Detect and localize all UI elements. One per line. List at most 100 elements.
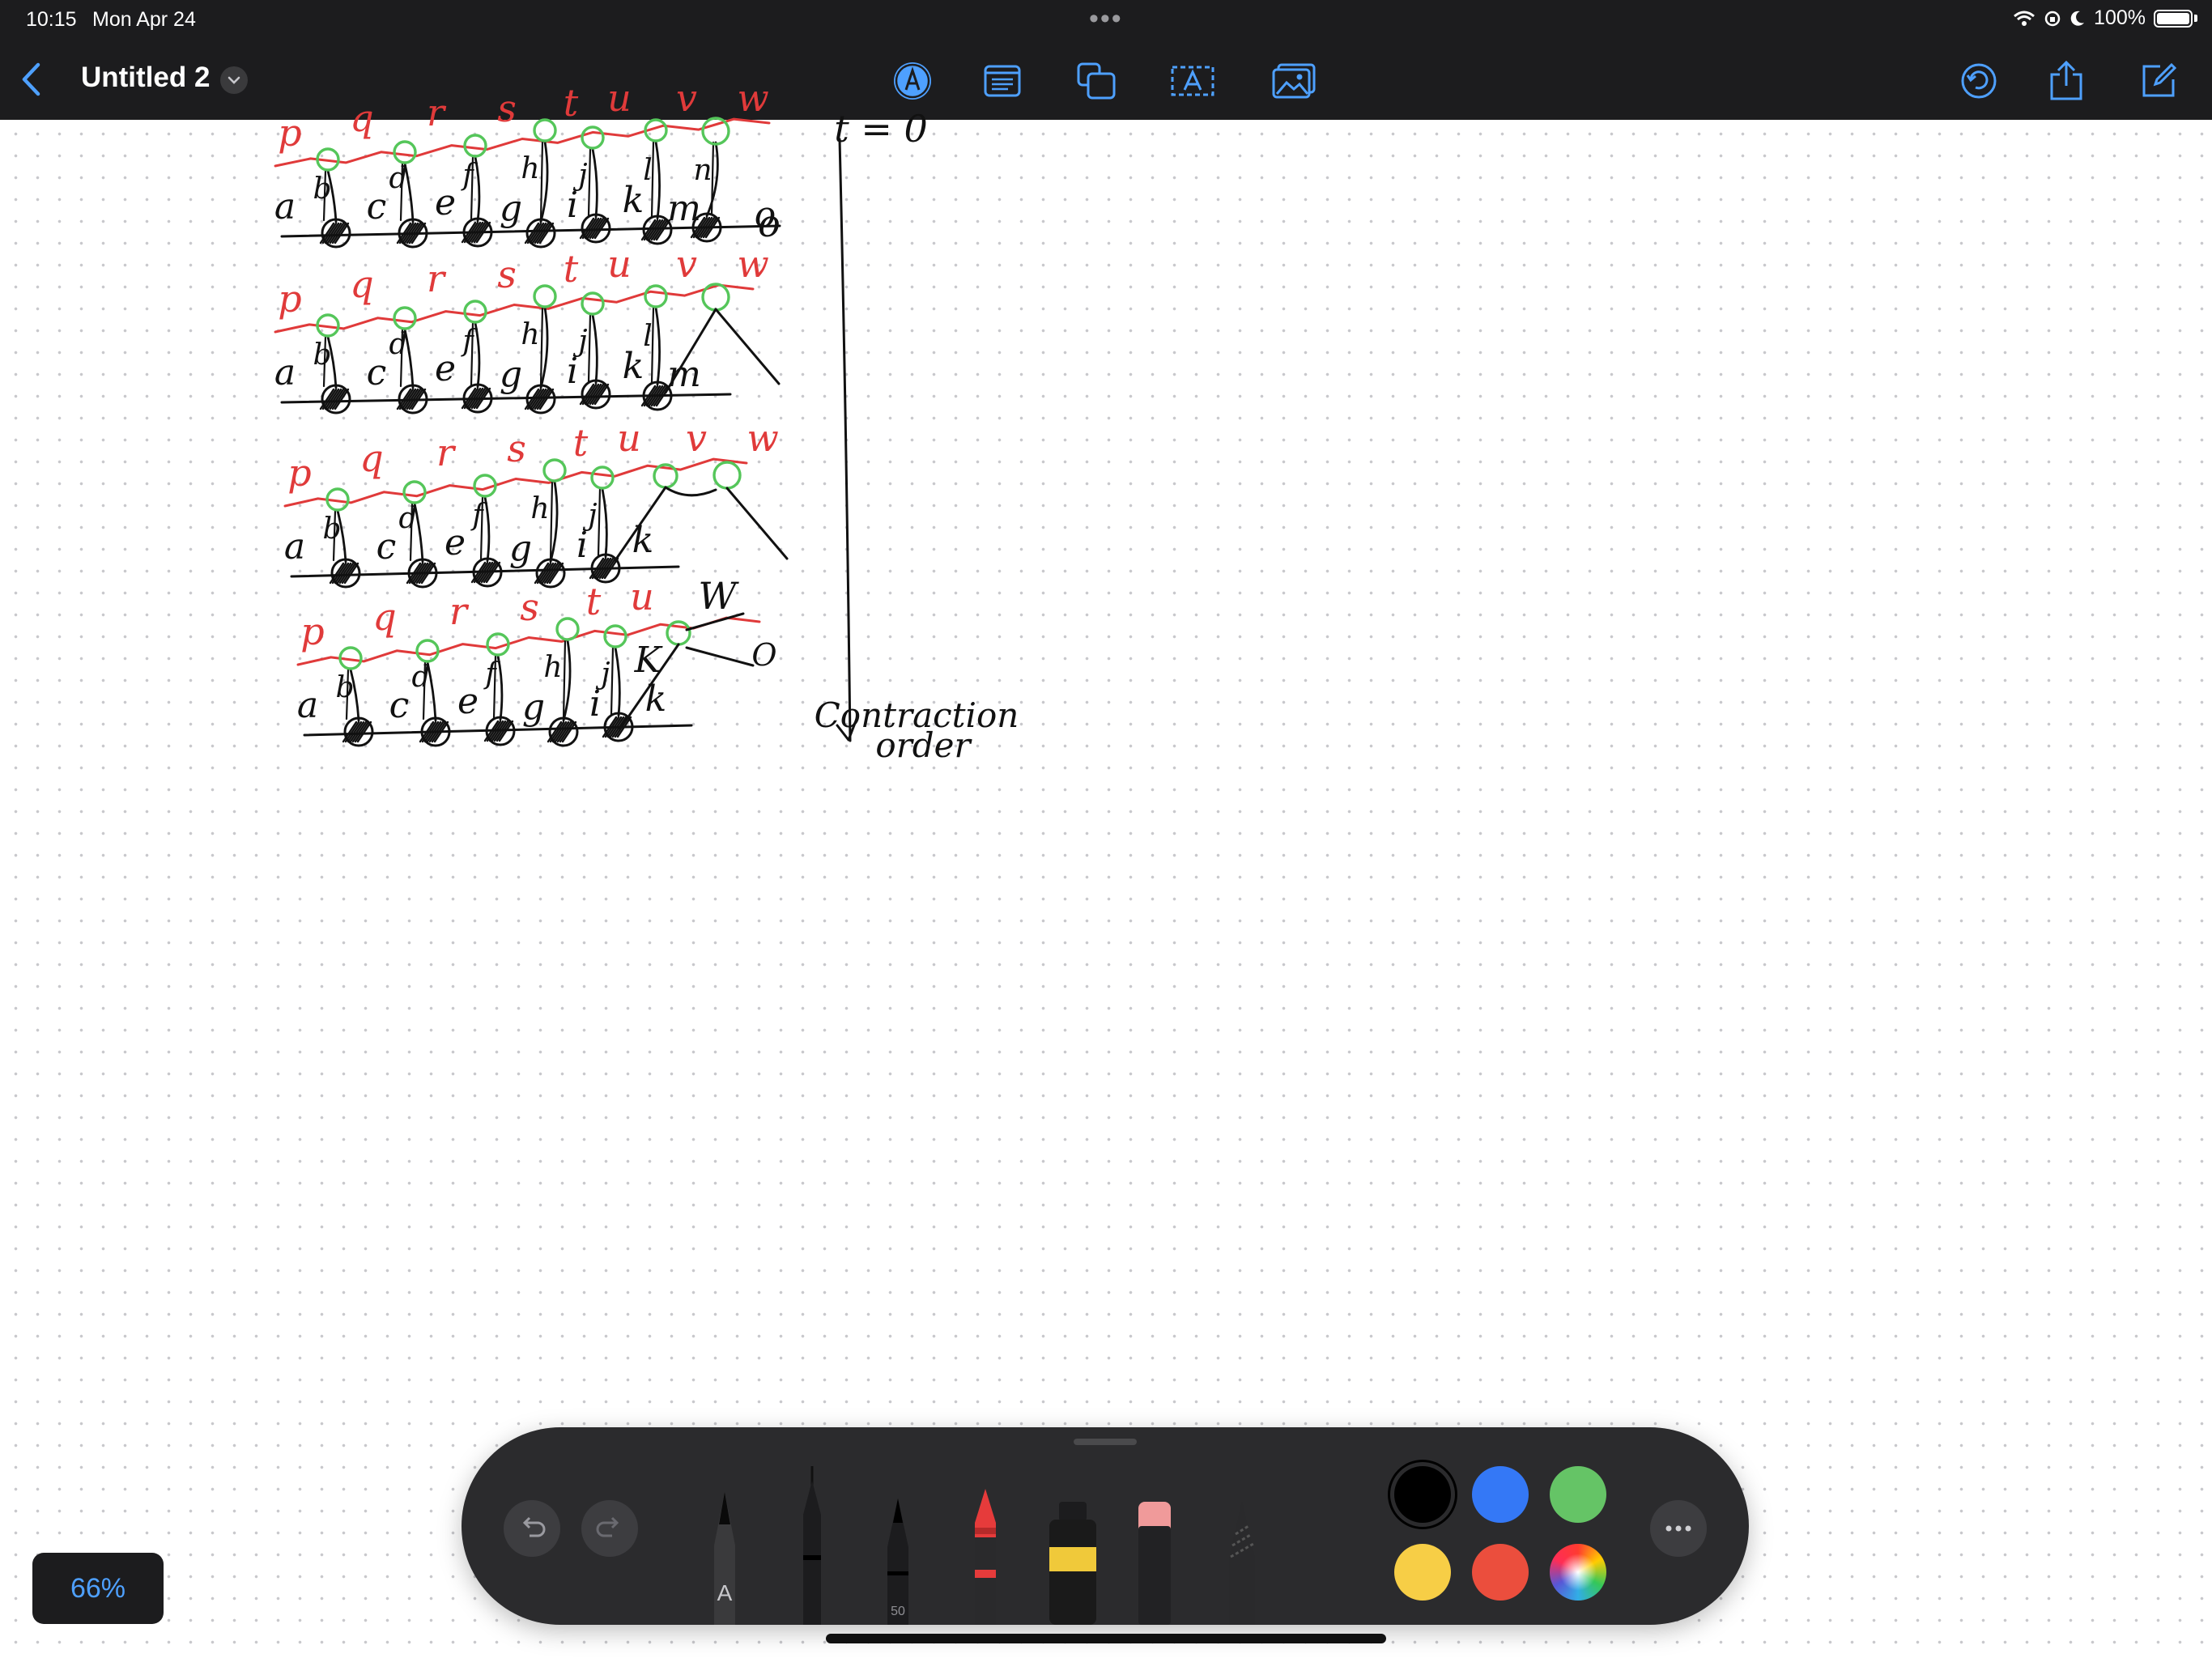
top-label-v: v bbox=[676, 242, 697, 286]
palette-grabber[interactable] bbox=[1074, 1439, 1137, 1445]
bottom-label-c: c bbox=[389, 685, 410, 726]
top-label-t: t bbox=[586, 580, 602, 623]
green-node-0-6 bbox=[701, 117, 730, 146]
palette-more-button[interactable] bbox=[1650, 1500, 1707, 1557]
title-menu-button[interactable] bbox=[220, 66, 248, 94]
color-yellow-swatch[interactable] bbox=[1394, 1544, 1451, 1601]
green-node-3-4 bbox=[603, 624, 627, 648]
marker-tool[interactable] bbox=[1044, 1502, 1101, 1625]
pen-letter: A bbox=[717, 1580, 733, 1605]
black-node-0-2 bbox=[462, 217, 493, 248]
color-blue-swatch[interactable] bbox=[1472, 1466, 1529, 1523]
green-node-2-0 bbox=[325, 487, 350, 512]
bottom-label-m: m bbox=[667, 188, 701, 229]
row2-branches bbox=[664, 308, 781, 394]
black-node-2-4-hatch bbox=[589, 557, 619, 580]
time-label: t = 0 bbox=[834, 107, 928, 151]
black-node-2-2 bbox=[472, 557, 503, 588]
bottom-label-a: a bbox=[274, 186, 296, 227]
black-node-1-4 bbox=[581, 379, 611, 410]
orientation-lock-icon bbox=[2044, 11, 2061, 26]
link-1-0 bbox=[326, 335, 338, 389]
zoom-level-badge[interactable]: 66% bbox=[32, 1553, 164, 1624]
link2-3-1 bbox=[422, 661, 427, 721]
palette-undo-button[interactable] bbox=[504, 1500, 560, 1557]
link2-3-0 bbox=[345, 668, 350, 721]
pencil-width-label: 50 bbox=[891, 1605, 905, 1618]
color-green-swatch[interactable] bbox=[1550, 1466, 1606, 1523]
link-1-4 bbox=[591, 313, 598, 385]
bottom-label-b: b bbox=[335, 671, 354, 704]
link2-1-0 bbox=[322, 335, 327, 388]
bottom-label-b: b bbox=[313, 172, 331, 206]
black-node-2-3 bbox=[535, 558, 566, 589]
link-3-3 bbox=[562, 639, 572, 722]
black-node-0-0 bbox=[321, 218, 351, 249]
black-node-0-1-hatch bbox=[396, 222, 427, 244]
back-button[interactable] bbox=[15, 57, 47, 102]
top-label-r: r bbox=[427, 257, 447, 300]
pen-tool[interactable]: A bbox=[704, 1492, 745, 1625]
lasso-tool[interactable] bbox=[1221, 1502, 1263, 1625]
black-node-0-6 bbox=[691, 212, 722, 243]
bottom-label-o: o bbox=[755, 194, 776, 236]
crayon-tool[interactable] bbox=[965, 1489, 1006, 1625]
link-2-2 bbox=[483, 495, 491, 563]
green-node-3b bbox=[713, 461, 742, 490]
link2-2-3 bbox=[549, 480, 554, 562]
bottom-label-e: e bbox=[435, 182, 456, 223]
link-0-6 bbox=[705, 141, 719, 218]
bottom-label-m: m bbox=[667, 354, 701, 395]
top-label-t: t bbox=[564, 81, 579, 125]
eraser-tool[interactable] bbox=[1134, 1502, 1176, 1625]
checklist-icon bbox=[984, 65, 1021, 97]
link2-0-0 bbox=[322, 169, 327, 222]
top-label-s: s bbox=[497, 253, 517, 296]
green-node-2-1 bbox=[402, 480, 427, 504]
link-0-1 bbox=[403, 162, 415, 223]
black-node-1-1-hatch bbox=[396, 388, 427, 410]
contraction-order-line-1: Contraction bbox=[815, 695, 1019, 735]
black-node-3-3-hatch bbox=[547, 721, 577, 743]
black-node-0-4 bbox=[581, 213, 611, 244]
green-node-0-4 bbox=[581, 125, 605, 150]
palette-redo-button[interactable] bbox=[581, 1500, 638, 1557]
color-picker-swatch[interactable] bbox=[1550, 1544, 1606, 1601]
home-indicator[interactable] bbox=[826, 1634, 1386, 1643]
black-node-1-3 bbox=[525, 384, 556, 414]
chevron-down-icon bbox=[228, 76, 240, 84]
color-black-swatch[interactable] bbox=[1394, 1466, 1451, 1523]
checklist-button[interactable] bbox=[978, 57, 1027, 105]
media-button[interactable] bbox=[1270, 57, 1318, 105]
row4-label-o: O bbox=[751, 637, 776, 673]
bottom-label-h: h bbox=[530, 492, 549, 525]
color-red-swatch[interactable] bbox=[1472, 1544, 1529, 1601]
markup-button[interactable] bbox=[888, 57, 937, 105]
link2-1-1 bbox=[399, 328, 404, 388]
red-chain-line-2 bbox=[283, 457, 748, 508]
link-0-3 bbox=[539, 140, 549, 223]
top-label-p: p bbox=[300, 610, 324, 653]
top-label-q: q bbox=[350, 262, 373, 306]
fineliner-tool[interactable] bbox=[792, 1466, 832, 1625]
compose-button[interactable] bbox=[2134, 57, 2183, 105]
text-box-button[interactable] bbox=[1168, 57, 1217, 105]
green-node-1-1 bbox=[393, 306, 417, 330]
black-node-0-1 bbox=[398, 218, 428, 249]
document-title[interactable]: Untitled 2 bbox=[81, 62, 211, 93]
black-node-3-0 bbox=[343, 716, 374, 747]
pencil-tool[interactable]: 50 bbox=[878, 1499, 918, 1625]
history-button[interactable] bbox=[1955, 57, 2003, 105]
bottom-label-n: n bbox=[693, 154, 712, 187]
black-node-1-5 bbox=[642, 380, 673, 411]
multitasking-dots[interactable]: ••• bbox=[1089, 3, 1123, 34]
top-label-s: s bbox=[520, 585, 539, 629]
black-node-0-4-hatch bbox=[579, 217, 610, 240]
shapes-button[interactable] bbox=[1073, 57, 1121, 105]
link2-0-2 bbox=[470, 155, 474, 221]
share-button[interactable] bbox=[2042, 57, 2091, 105]
status-date: Mon Apr 24 bbox=[92, 8, 196, 31]
